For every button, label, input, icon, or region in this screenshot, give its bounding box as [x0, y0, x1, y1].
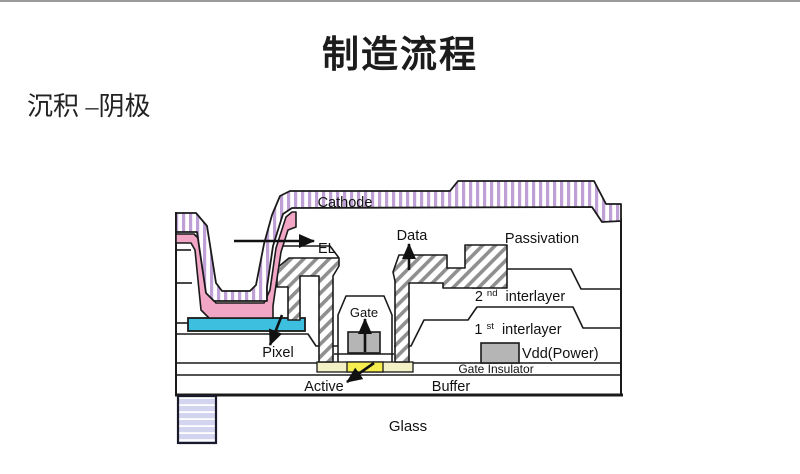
gate-stack-contour [337, 295, 393, 362]
active-arrow [346, 361, 375, 384]
el-shelf-line [279, 245, 340, 259]
data-line-metal [392, 244, 508, 363]
active-label: Active [304, 379, 344, 395]
gate-label: Gate [350, 305, 378, 320]
glass-label: Glass [389, 418, 427, 435]
slide-subtitle: 沉积 –阴极 [27, 92, 151, 121]
second-interlayer-label: 2 nd interlayer [475, 284, 566, 305]
second-interlayer-sup: nd [487, 288, 498, 299]
pixel-arrow [268, 314, 284, 346]
gate-insulator-label: Gate Insulator [458, 362, 533, 376]
vdd-electrode [480, 342, 520, 364]
first-interlayer-contour [394, 306, 621, 347]
first-interlayer-rest: interlayer [502, 322, 562, 338]
el-label: EL [318, 241, 336, 257]
cathode-layer [175, 180, 622, 302]
vdd-label: Vdd(Power) [522, 346, 599, 362]
first-interlayer-sup: st [487, 321, 495, 332]
second-interlayer-rest: interlayer [506, 289, 566, 305]
top-border-strip [0, 0, 800, 2]
active-channel [346, 361, 384, 373]
buffer-label: Buffer [432, 379, 471, 395]
glass-substrate-block [176, 394, 218, 445]
first-interlayer-label: 1 st interlayer [474, 317, 561, 338]
pixel-under-line [176, 333, 338, 347]
cathode-label: Cathode [318, 195, 373, 211]
source-contact-metal [276, 257, 340, 363]
data-label: Data [397, 228, 429, 244]
first-interlayer-num: 1 [474, 322, 482, 338]
slide-title: 制造流程 [322, 35, 478, 76]
passivation-label: Passivation [505, 231, 579, 247]
pixel-label: Pixel [262, 345, 293, 361]
second-interlayer-num: 2 [475, 289, 483, 305]
